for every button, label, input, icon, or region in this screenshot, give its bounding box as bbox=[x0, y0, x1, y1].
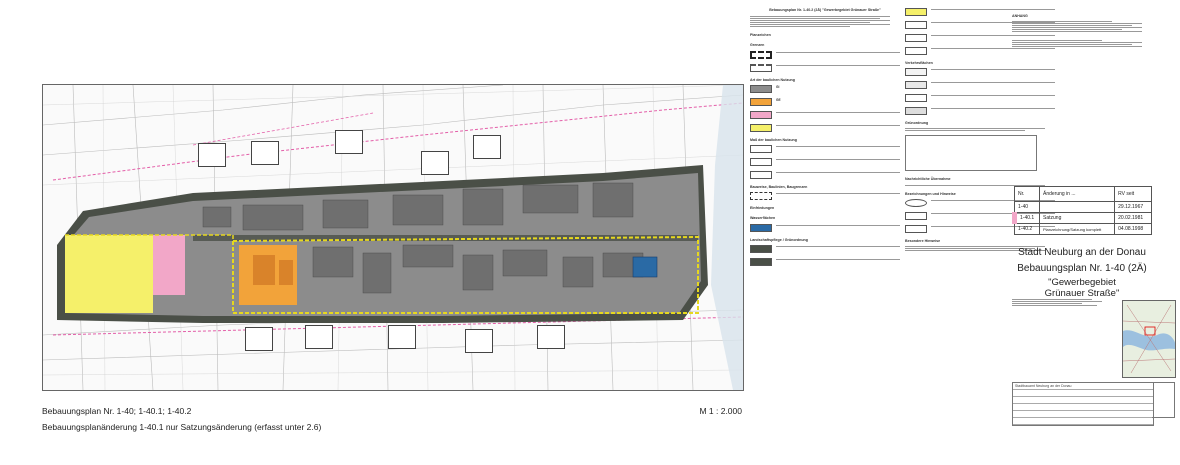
plain-swatch bbox=[905, 34, 927, 42]
planting-table bbox=[905, 135, 1037, 172]
road-swatch bbox=[905, 81, 927, 90]
stamp-side-box bbox=[1152, 382, 1175, 418]
row-change bbox=[1038, 201, 1116, 213]
industrial-swatch bbox=[750, 84, 772, 93]
road-swatch bbox=[905, 68, 927, 77]
yellow-swatch bbox=[905, 8, 927, 16]
stamp-line: Stadtbauamt Neuburg an der Donau bbox=[1013, 383, 1153, 390]
gi-label: GI bbox=[776, 84, 780, 89]
road-swatch bbox=[905, 94, 927, 103]
plan-number: Bebauungsplan Nr. 1-40 (2Ä) bbox=[1017, 263, 1147, 274]
legend-heading: Grünordnung bbox=[905, 121, 929, 126]
boundary-swatch bbox=[750, 63, 772, 72]
plan-name: "Gewerbegebiet Grünauer Straße" bbox=[1012, 277, 1152, 299]
ge-label: GE bbox=[776, 97, 781, 102]
zoning-box bbox=[537, 325, 565, 349]
table-row: 1-40.1 Satzung 20.02.1981 bbox=[1012, 212, 1152, 224]
zoning-box bbox=[335, 130, 363, 154]
row-nr: 1-40.2 bbox=[1014, 223, 1040, 235]
legend-heading: Maß der baulichen Nutzung bbox=[750, 137, 797, 142]
legend-intro-title: Bebauungsplan Nr. 1-40.2 (2Ä) "Gewerbege… bbox=[769, 8, 881, 12]
row-nr: 1-40 bbox=[1014, 201, 1040, 213]
row-nr: 1-40.1 bbox=[1012, 212, 1040, 224]
overview-map bbox=[1122, 300, 1176, 378]
zoning-box bbox=[245, 327, 273, 351]
yellow-swatch bbox=[750, 123, 772, 132]
boundary-swatch bbox=[750, 50, 772, 59]
water-swatch bbox=[750, 223, 772, 232]
plain-swatch bbox=[905, 21, 927, 29]
anhang-title: ANHANG bbox=[1012, 14, 1028, 18]
table-header: Änderung in ... bbox=[1038, 186, 1116, 202]
zoning-box bbox=[465, 329, 493, 353]
legend-heading: Art der baulichen Nutzung bbox=[750, 77, 795, 82]
plan-scale: M 1 : 2.000 bbox=[699, 406, 742, 416]
title-block: Stadt Neuburg an der Donau Bebauungsplan… bbox=[1012, 245, 1152, 299]
legend-column-2: Verkehrsflächen Grünordnung Nachrichtlic… bbox=[905, 8, 1055, 252]
legend-heading: Planzeichen bbox=[750, 33, 771, 38]
row-since: 04.08.1998 bbox=[1114, 223, 1152, 235]
measure-swatch bbox=[750, 158, 772, 167]
table-row: 1-40.2 Planzeichnung/Satzung komplett 04… bbox=[1014, 223, 1152, 235]
table-header: Nr. bbox=[1014, 186, 1040, 202]
row-since: 29.12.1967 bbox=[1114, 201, 1152, 213]
legend-heading: Verkehrsflächen bbox=[905, 61, 933, 65]
site-plan-map[interactable] bbox=[42, 84, 744, 391]
hint-swatch bbox=[905, 224, 927, 233]
plan-stamp: Stadtbauamt Neuburg an der Donau bbox=[1012, 382, 1154, 426]
row-since: 20.02.1981 bbox=[1114, 212, 1152, 224]
legend-column-3: ANHANG bbox=[1012, 8, 1152, 48]
table-header: RV seit bbox=[1114, 186, 1152, 202]
pink-swatch bbox=[750, 110, 772, 119]
legend-heading: Bauweise, Baulinien, Baugrenzen bbox=[750, 185, 808, 190]
building-line-swatch bbox=[750, 192, 772, 201]
plan-name-line-2: Grünauer Straße" bbox=[1044, 288, 1120, 299]
legend-heading: Nachrichtliche Übernahme bbox=[905, 177, 951, 182]
legend-heading: Wasserflächen bbox=[750, 216, 776, 221]
plain-swatch bbox=[905, 47, 927, 55]
plan-name-line-1: "Gewerbegebiet bbox=[1048, 277, 1116, 288]
green-swatch bbox=[750, 257, 772, 266]
zoning-box bbox=[388, 325, 416, 349]
row-change: Planzeichnung/Satzung komplett bbox=[1038, 223, 1116, 235]
row-change: Satzung bbox=[1038, 212, 1116, 224]
green-swatch bbox=[750, 244, 772, 253]
hint-swatch bbox=[905, 211, 927, 220]
hint-swatch bbox=[905, 198, 927, 207]
town-name: Stadt Neuburg an der Donau bbox=[1018, 247, 1146, 258]
plan-caption: Bebauungsplan Nr. 1-40; 1-40.1; 1-40.2 B… bbox=[42, 400, 742, 440]
legend-heading: Besondere Hinweise bbox=[905, 238, 941, 243]
zoning-box bbox=[421, 151, 449, 175]
commercial-swatch bbox=[750, 97, 772, 106]
plan-drawing bbox=[43, 85, 743, 390]
changes-table: Nr. Änderung in ... RV seit 1-40 29.12.1… bbox=[1012, 186, 1152, 235]
zoning-box bbox=[198, 143, 226, 167]
plan-metadata bbox=[1012, 298, 1118, 307]
zoning-box bbox=[305, 325, 333, 349]
road-swatch bbox=[905, 107, 927, 116]
measure-swatch bbox=[750, 171, 772, 180]
zoning-box bbox=[251, 141, 279, 165]
legend-heading: Bezeichnungen und Hinweise bbox=[905, 191, 956, 196]
legend-heading: Grenzen bbox=[750, 43, 765, 48]
zoning-box bbox=[473, 135, 501, 159]
plan-subtitle: Bebauungsplanänderung 1-40.1 nur Satzung… bbox=[42, 422, 322, 432]
legend-heading: Einfriedungen bbox=[750, 206, 775, 211]
legend-heading: Landschaftspflege / Grünordnung bbox=[750, 237, 808, 242]
table-row: 1-40 29.12.1967 bbox=[1014, 201, 1152, 213]
measure-swatch bbox=[750, 145, 772, 154]
plan-title: Bebauungsplan Nr. 1-40; 1-40.1; 1-40.2 bbox=[42, 406, 192, 416]
legend-column-1: Bebauungsplan Nr. 1-40.2 (2Ä) "Gewerbege… bbox=[750, 8, 900, 271]
